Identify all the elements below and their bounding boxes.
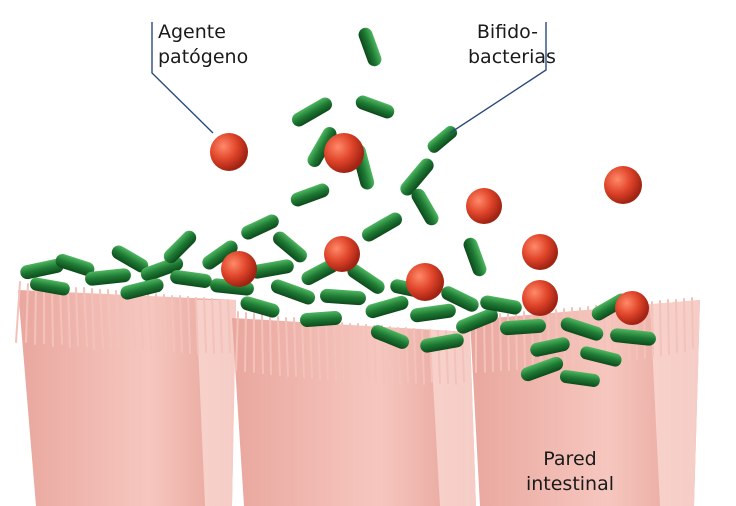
pathogen-sphere (522, 234, 558, 270)
pathogen-label-line1: Agente (158, 20, 248, 45)
bifidobacteria-label-line2: bacterias (468, 45, 538, 70)
intestinal-wall-label-line1: Pared (510, 447, 630, 472)
pathogen-sphere (210, 133, 248, 171)
pathogen-sphere (324, 236, 360, 272)
pathogen-sphere (466, 188, 502, 224)
pathogen-sphere (221, 251, 257, 287)
intestinal-wall-label-line2: intestinal (510, 472, 630, 497)
pathogen-sphere (406, 263, 444, 301)
pathogen-label: Agente patógeno (158, 20, 248, 70)
pathogen-sphere (604, 166, 642, 204)
pathogen-label-line2: patógeno (158, 45, 248, 70)
pathogen-sphere (615, 291, 649, 325)
bifidobacteria-label: Bifido- bacterias (468, 20, 538, 70)
pathogen-sphere (324, 133, 364, 173)
pathogen-sphere (522, 280, 558, 316)
bifidobacteria-label-line1: Bifido- (468, 20, 538, 45)
intestinal-wall-label: Pared intestinal (510, 447, 630, 497)
